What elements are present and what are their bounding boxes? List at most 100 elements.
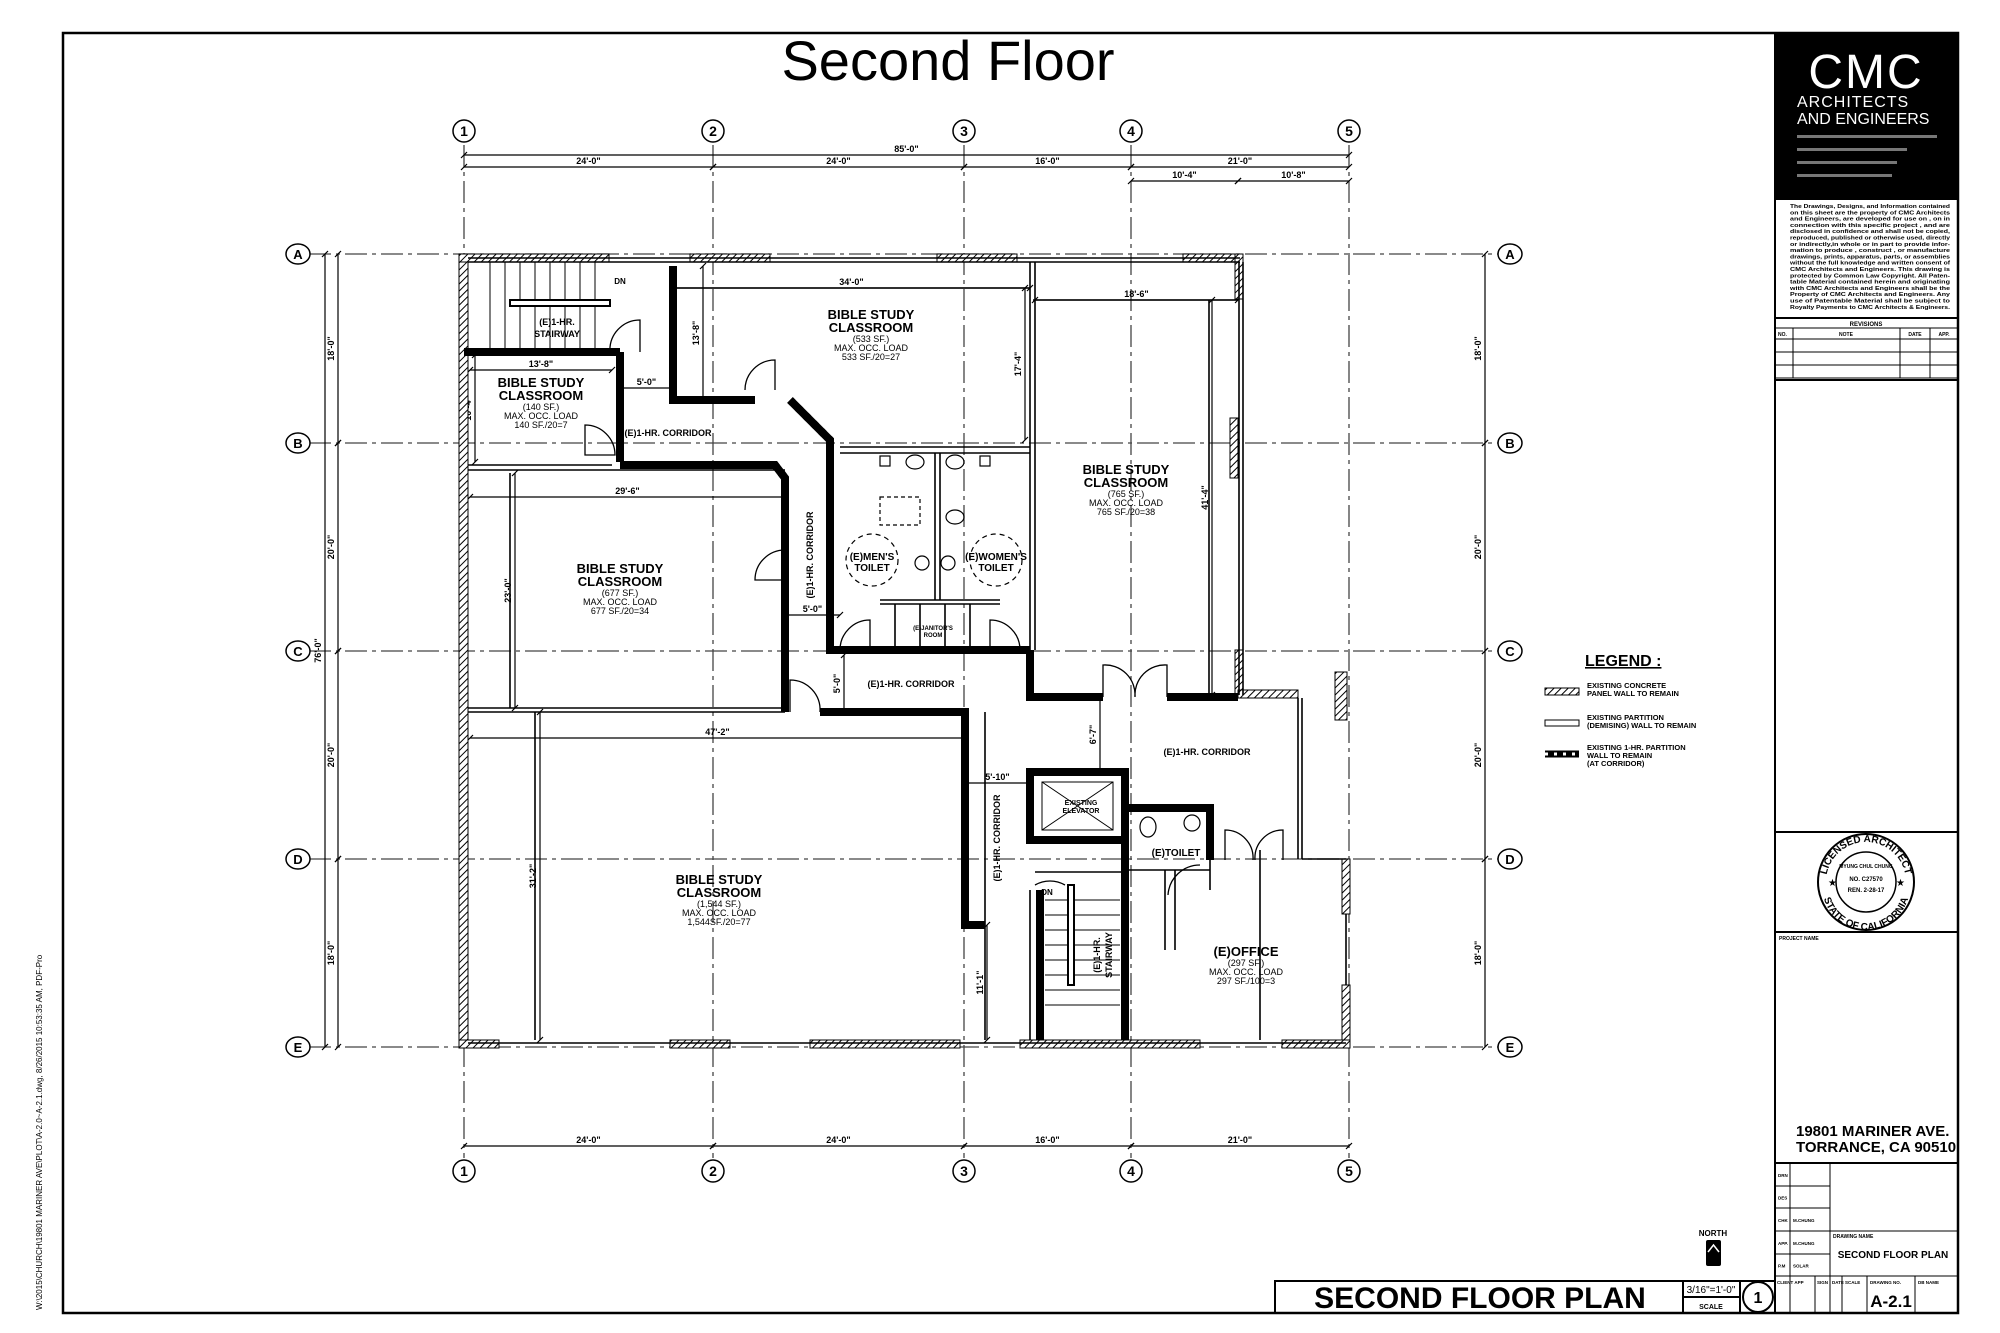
- room-area: (765 SF.): [1108, 489, 1145, 499]
- mens-toilet-label: (E)MEN'S: [850, 552, 895, 563]
- dimension-text: 20'-0": [326, 743, 336, 767]
- legend-item-text: EXISTING 1-HR. PARTITION: [1587, 743, 1686, 752]
- grid-bubble: [1497, 243, 1523, 265]
- dimension-tick: [709, 163, 717, 171]
- dimension-tick: [1481, 647, 1489, 655]
- dimension-tick: [334, 1043, 342, 1051]
- dimension-text: 24'-0": [576, 1135, 600, 1145]
- drawing-number: A-2.1: [1870, 1292, 1912, 1311]
- dimension-tick: [1345, 1142, 1353, 1150]
- dimension-tick: [334, 647, 342, 655]
- concrete-pier: [1334, 671, 1348, 721]
- grid-bubble: [1337, 1159, 1361, 1183]
- dimension-text: 47'-2": [705, 727, 729, 737]
- grid-bubble: [285, 1036, 311, 1058]
- drawing-name-label: DRAWING NAME: [1833, 1234, 1874, 1240]
- revisions-title: REVISIONS: [1850, 322, 1883, 328]
- disclaimer-line: protected by Common Law Copyright. All P…: [1790, 273, 1950, 279]
- svg-text:STATE OF CALIFORNIA: STATE OF CALIFORNIA: [1821, 896, 1911, 933]
- legend-item-text: (AT CORRIDOR): [1587, 759, 1645, 768]
- room-occupancy-load: 140 SF./20=7: [514, 420, 567, 430]
- dimension-text: 10'-4": [1172, 170, 1196, 180]
- dimension-tick: [460, 151, 468, 159]
- dimension-tick: [1127, 177, 1135, 185]
- mens-toilet-label: TOILET: [854, 563, 889, 574]
- title-block-col-label: SCALE: [1845, 1280, 1860, 1285]
- project-address-line1: 19801 MARINER AVE.: [1796, 1123, 1949, 1140]
- room-name: CLASSROOM: [578, 574, 663, 589]
- disclaimer-line: and Engineers, are developed for use on …: [1790, 217, 1950, 223]
- dimension-text: 29'-6": [615, 486, 639, 496]
- title-block-col-label: DATE: [1832, 1280, 1844, 1285]
- sheet-title: Second Floor: [781, 29, 1114, 92]
- room-occupancy-label: MAX. OCC. LOAD: [834, 343, 909, 353]
- dimension-tick: [1481, 250, 1489, 258]
- legend-swatch-concrete: [1544, 687, 1580, 696]
- grid-bubble: [285, 640, 311, 662]
- grid-label-col: 5: [1345, 1163, 1353, 1179]
- dimension-text: 20'-0": [1473, 743, 1483, 767]
- concrete-wall-east-2: [1229, 417, 1239, 479]
- dimension-text: 34'-0": [839, 277, 863, 287]
- svg-text:★: ★: [1896, 878, 1905, 889]
- dimension-tick: [960, 1142, 968, 1150]
- revisions-col-no: NO.: [1778, 332, 1788, 338]
- grid-bubble: [952, 119, 976, 143]
- grid-label-row: B: [1505, 436, 1514, 451]
- concrete-wall-south-5: [1281, 1039, 1351, 1049]
- revisions-col-date: DATE: [1908, 332, 1922, 338]
- dimension-tick: [1481, 855, 1489, 863]
- plan-number: 1: [1754, 1290, 1763, 1307]
- grid-label-row: C: [1505, 644, 1515, 659]
- plan-number-bubble: [1742, 1281, 1774, 1313]
- legend-item-text: (DEMISING) WALL TO REMAIN: [1587, 721, 1696, 730]
- project-address-line2: TORRANCE, CA 90510: [1796, 1139, 1956, 1156]
- architect-seal: LICENSED ARCHITECT STATE OF CALIFORNIA M…: [1817, 833, 1915, 933]
- room-occupancy-label: MAX. OCC. LOAD: [1089, 498, 1164, 508]
- plan-scale-label: SCALE: [1699, 1304, 1723, 1311]
- room-occupancy-load: 677 SF./20=34: [591, 606, 649, 616]
- revisions-col-app: APP.: [1938, 332, 1950, 338]
- room-name: BIBLE STUDY: [577, 561, 664, 576]
- dimension-tick: [1481, 439, 1489, 447]
- drawing-name: SECOND FLOOR PLAN: [1838, 1250, 1949, 1261]
- plan-title: SECOND FLOOR PLAN: [1314, 1282, 1646, 1315]
- dimension-tick: [1234, 177, 1242, 185]
- disclaimer-line: without the full knowledge and written c…: [1789, 261, 1951, 267]
- dimension-text: 5'-0": [803, 604, 822, 614]
- dimension-text: 41'-4": [1200, 485, 1210, 509]
- dimension-text: 20'-0": [326, 535, 336, 559]
- dimension-tick: [471, 458, 479, 466]
- dimension-tick: [1481, 1043, 1489, 1051]
- dimension-tick: [1345, 177, 1353, 185]
- concrete-wall-east-6: [1341, 984, 1351, 1048]
- room-area: (140 SF.): [523, 402, 560, 412]
- room-occupancy-label: MAX. OCC. LOAD: [583, 597, 658, 607]
- dimension-text: 20'-0": [1473, 535, 1483, 559]
- room-name: CLASSROOM: [1084, 475, 1169, 490]
- grid-label-col: 5: [1345, 123, 1353, 139]
- disclaimer-line: or indirectly,in whole or in part to pro…: [1790, 242, 1950, 248]
- grid-bubble: [952, 1159, 976, 1183]
- dimension-tick: [536, 1036, 544, 1044]
- concrete-wall-south-3: [809, 1039, 961, 1049]
- grid-label-row: E: [294, 1040, 303, 1055]
- stair-treads-south: [1045, 884, 1120, 1006]
- legend-item-text: WALL TO REMAIN: [1587, 751, 1652, 760]
- dimension-text: 21'-0": [1228, 1135, 1252, 1145]
- dimension-tick: [334, 439, 342, 447]
- disclaimer-line: The Drawings, Designs, and Information c…: [1790, 204, 1950, 210]
- elevator-shaft-icon: [1041, 781, 1114, 831]
- grid-bubble: [1497, 1036, 1523, 1058]
- corridor-label: (E)1-HR. CORRIDOR: [868, 679, 955, 689]
- seal-renewal: REN. 2-28-17: [1848, 888, 1885, 894]
- dimension-tick: [709, 1142, 717, 1150]
- legend-item-text: EXISTING CONCRETE: [1587, 681, 1666, 690]
- dimension-text: 76'-0": [313, 638, 323, 662]
- svg-text:★: ★: [1828, 878, 1837, 889]
- dimension-tick: [1127, 163, 1135, 171]
- dimension-text: 18'-6": [1124, 289, 1148, 299]
